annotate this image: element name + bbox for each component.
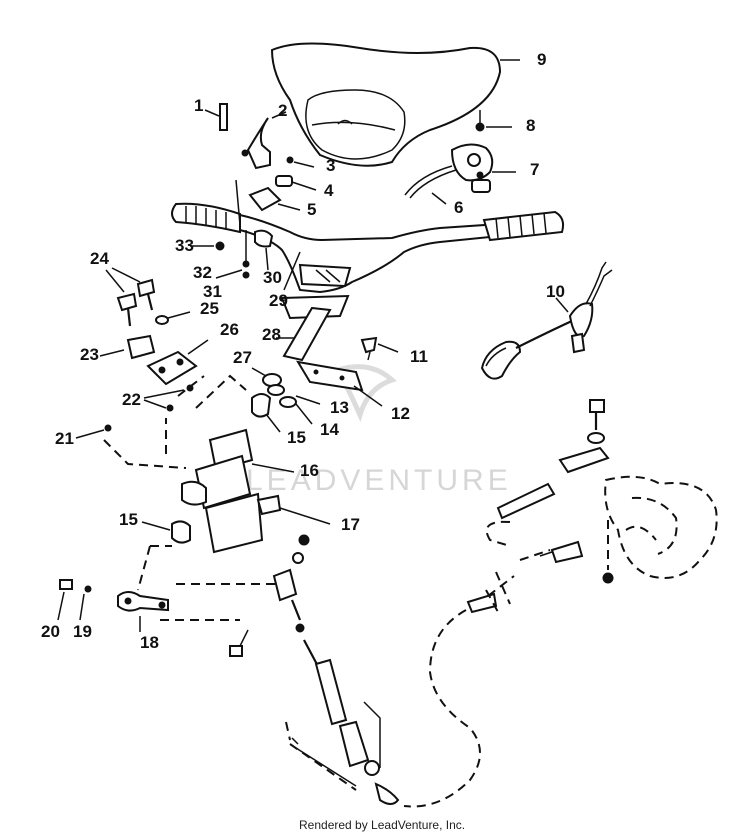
callout-20: 20 — [41, 622, 60, 641]
part-20-bolt — [57, 579, 73, 621]
part-32-part-31-washers — [215, 230, 250, 279]
watermark: LEADVENTURE — [246, 364, 512, 497]
callout-32: 32 — [193, 263, 212, 282]
part-23-spacer — [99, 334, 156, 360]
callout-7: 7 — [530, 160, 539, 179]
part-22-nuts — [143, 384, 194, 412]
part-33-nut — [190, 241, 225, 251]
part-16-steering-housing — [181, 428, 331, 554]
callout-13: 13 — [330, 398, 349, 417]
callout-1: 1 — [194, 96, 203, 115]
callout-6: 6 — [454, 198, 463, 217]
callout-9: 9 — [537, 50, 546, 69]
part-27-part-13-bushings — [251, 367, 321, 425]
callout-22: 22 — [122, 390, 141, 409]
part-30-clamp — [254, 229, 274, 271]
part-28-steering-post — [276, 294, 350, 362]
callout-33: 33 — [175, 236, 194, 255]
credit-text: Rendered by LeadVenture, Inc. — [299, 818, 465, 832]
part-11-screw — [360, 336, 399, 361]
part-5-switch — [248, 186, 301, 212]
callout-16: 16 — [300, 461, 319, 480]
callout-26: 26 — [220, 320, 239, 339]
callout-11: 11 — [410, 347, 428, 366]
callout-18: 18 — [140, 633, 159, 652]
callout-14: 14 — [320, 420, 339, 439]
callout-25: 25 — [200, 299, 219, 318]
part-15-bushing-upper — [251, 393, 281, 433]
part-6-throttle-cable — [404, 165, 457, 205]
callout-8: 8 — [526, 116, 535, 135]
callout-17: 17 — [341, 515, 360, 534]
part-cable-assembly-right — [403, 399, 718, 808]
part-handlebar — [171, 202, 565, 294]
callout-23: 23 — [80, 345, 99, 364]
part-12-bracket — [296, 360, 383, 407]
part-8-screw — [475, 110, 512, 132]
part-26-plate — [146, 339, 209, 386]
callout-3: 3 — [326, 156, 335, 175]
part-2-lever — [241, 111, 287, 170]
part-7-throttle-housing — [450, 143, 516, 193]
callout-4: 4 — [324, 181, 334, 200]
part-19-washer — [79, 585, 92, 621]
callout-28: 28 — [262, 325, 281, 344]
part-1-bolt — [204, 103, 228, 131]
callout-15: 15 — [287, 428, 306, 447]
part-29-leader — [235, 179, 301, 291]
part-10-lanyard — [480, 261, 613, 380]
part-3-screw — [286, 156, 315, 168]
part-tie-rod — [229, 534, 400, 805]
callout-15: 15 — [119, 510, 138, 529]
assembly-reference-lines — [103, 374, 357, 791]
callout-31: 31 — [203, 282, 222, 301]
callout-19: 19 — [73, 622, 92, 641]
callout-21: 21 — [55, 429, 74, 448]
callout-2: 2 — [278, 101, 287, 120]
watermark-text: LEADVENTURE — [246, 464, 512, 497]
callout-5: 5 — [307, 200, 316, 219]
part-21-nut — [75, 424, 112, 439]
callout-12: 12 — [391, 404, 410, 423]
callout-24: 24 — [90, 249, 109, 268]
callout-10: 10 — [546, 282, 565, 301]
callout-30: 30 — [263, 268, 282, 287]
callout-27: 27 — [233, 348, 252, 367]
part-24-bolts — [105, 267, 156, 327]
part-25-washer — [155, 311, 191, 325]
part-15-bushing-lower — [141, 520, 191, 544]
part-9-fairing — [270, 42, 520, 167]
part-18-pitman-arm — [117, 591, 169, 632]
callout-29: 29 — [269, 291, 288, 310]
part-4-clamp — [275, 175, 317, 191]
